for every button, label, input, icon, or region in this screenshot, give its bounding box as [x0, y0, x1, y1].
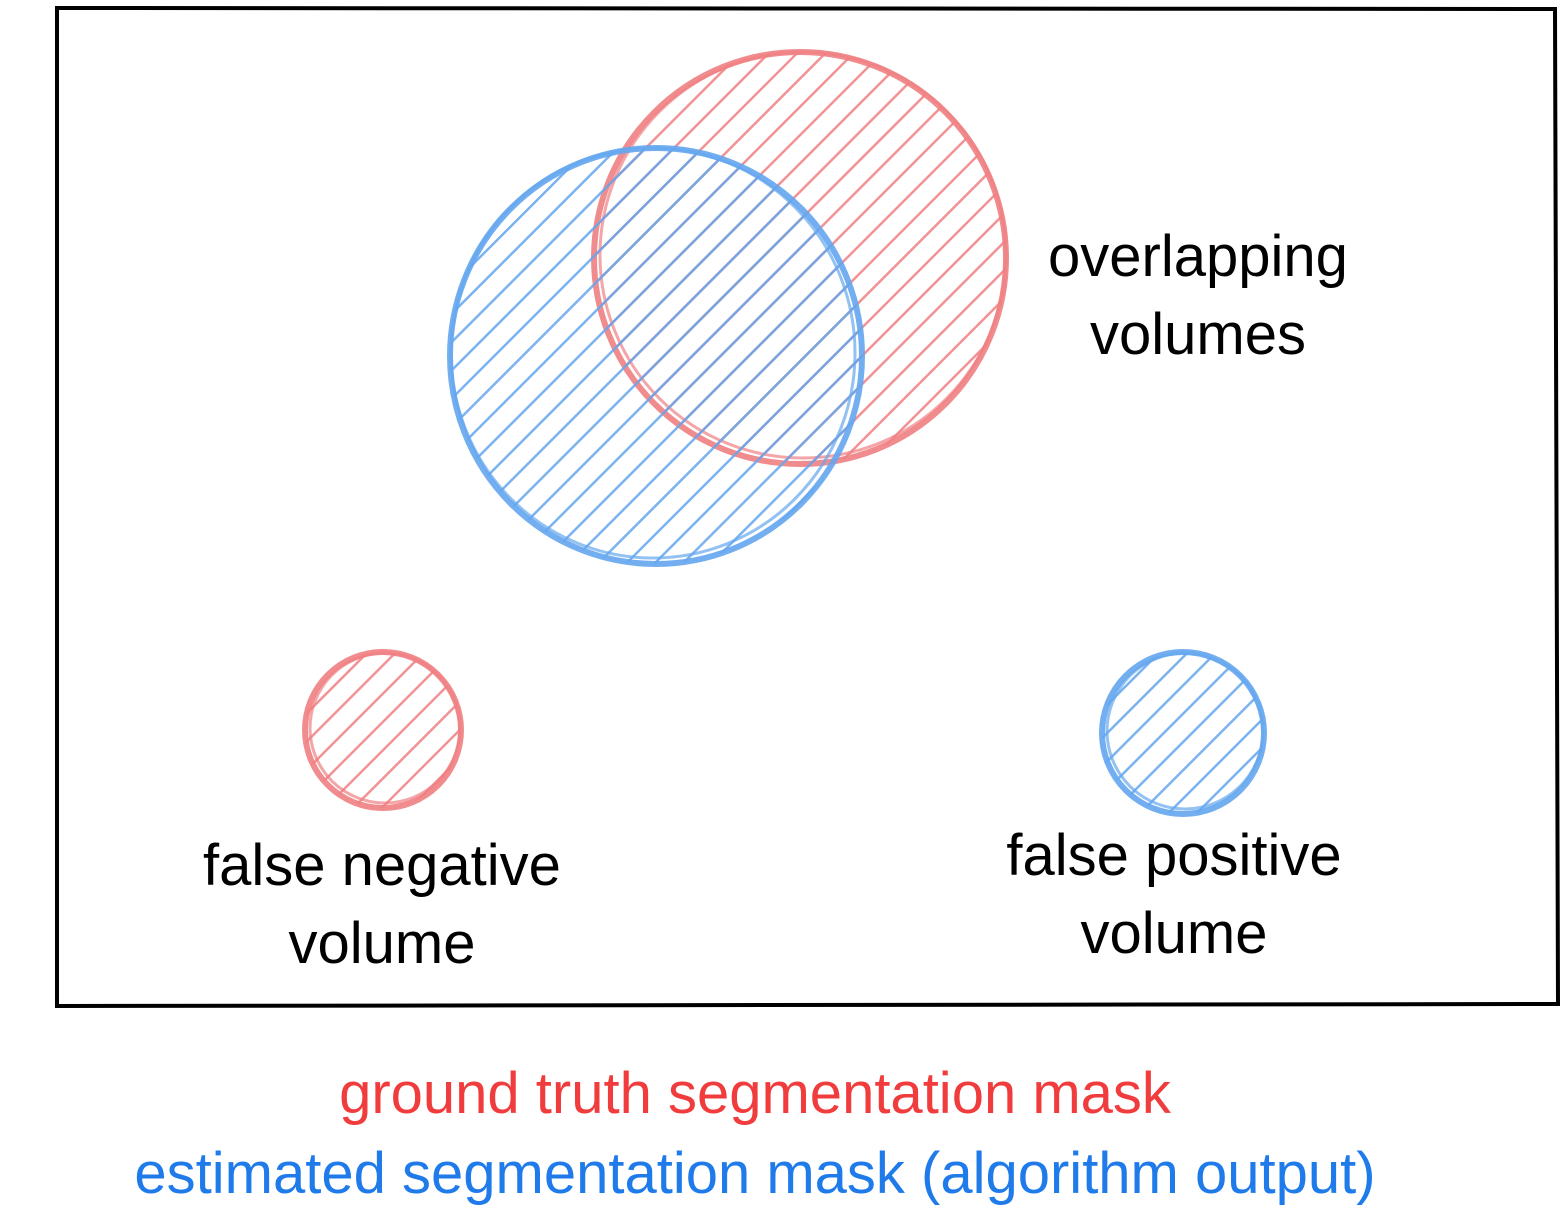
false-positive-label-line2: volume: [1081, 901, 1268, 966]
frame-border: [55, 5, 1561, 1009]
false-negative-label-line2: volume: [289, 911, 476, 976]
false-negative-label-line1: false negative: [203, 833, 561, 898]
legend-ground-truth: ground truth segmentation mask: [339, 1061, 1172, 1126]
legend-estimated: estimated segmentation mask (algorithm o…: [134, 1141, 1375, 1206]
overlap-label-line1: overlapping: [1048, 224, 1348, 289]
false-negative-region: [302, 649, 464, 811]
overlap-label-line2: volumes: [1090, 302, 1306, 367]
estimated-large-region: [447, 145, 865, 567]
false-positive-label-line1: false positive: [1006, 823, 1341, 888]
false-positive-region: [1099, 649, 1267, 817]
